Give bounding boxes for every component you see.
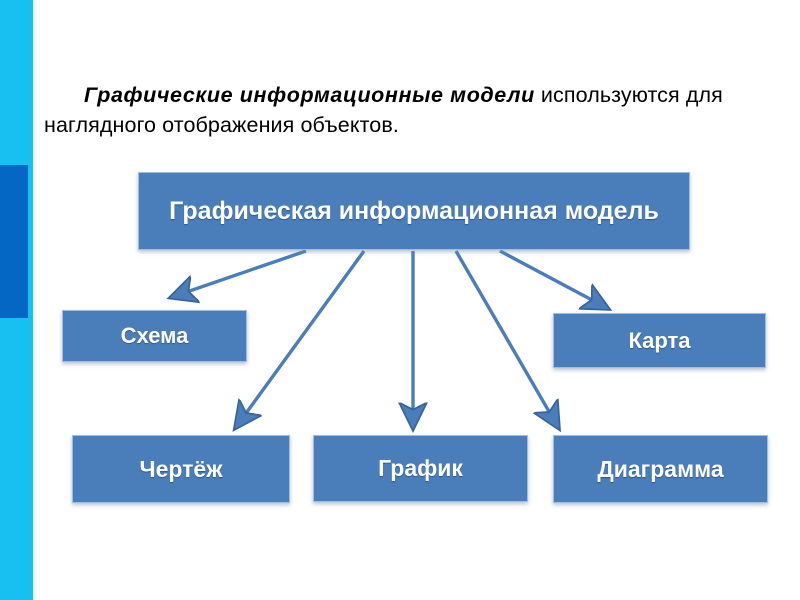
left-bar-accent-segment [0, 165, 28, 318]
node-label: Карта [628, 327, 691, 353]
edge-root-to-sxema [172, 249, 307, 297]
page-title: Графические информационные модели исполь… [44, 80, 774, 140]
node-diagramma[interactable]: Диаграмма [553, 435, 768, 503]
node-graphic-information-model[interactable]: Графическая информационная модель [138, 172, 690, 250]
left-decorative-bar [0, 0, 33, 600]
node-sxema[interactable]: Схема [62, 310, 247, 362]
node-label: Графическая информационная модель [169, 196, 659, 225]
node-label: Схема [120, 323, 189, 348]
node-grafik[interactable]: График [313, 435, 528, 502]
edge-root-to-diagramma [454, 250, 558, 427]
edge-root-to-karta [499, 249, 607, 308]
page-title-body: используются для наглядного отображения … [44, 82, 723, 137]
node-label: Диаграмма [597, 455, 724, 482]
node-chertezh[interactable]: Чертёж [72, 435, 290, 503]
left-bar-edge-gradient [33, 0, 38, 600]
edge-root-to-chertezh [236, 250, 366, 427]
node-label: График [378, 455, 463, 481]
node-karta[interactable]: Карта [553, 313, 766, 368]
page-title-emphasis: Графические информационные модели [84, 82, 535, 107]
node-label: Чертёж [139, 455, 223, 482]
